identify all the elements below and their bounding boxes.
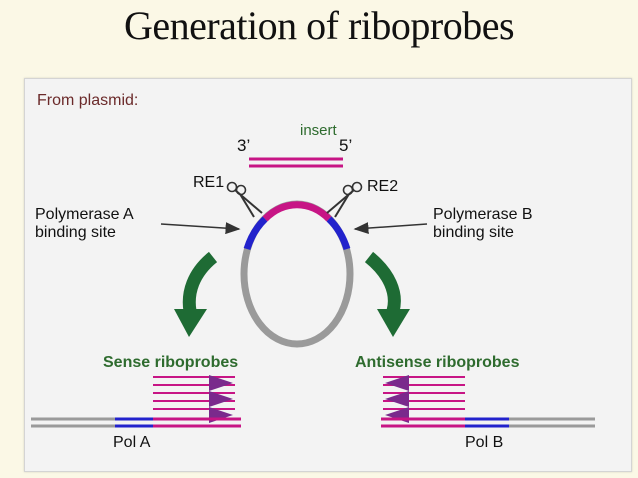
sense-transcripts (153, 375, 235, 423)
template-dna-right (381, 417, 595, 428)
pol-a-label: Pol A (113, 434, 151, 451)
sense-riboprobes-label: Sense riboprobes (103, 354, 238, 371)
riboprobe-diagram: From plasmid: insert 3’ 5’ RE1 RE2 (31, 92, 595, 451)
insert-label: insert (300, 122, 338, 139)
template-dna-left (31, 417, 241, 428)
pol-b-label: Pol B (465, 434, 503, 451)
pointer-arrow-icon (160, 222, 241, 235)
curved-arrow-icon (364, 251, 410, 337)
re2-label: RE2 (367, 178, 398, 195)
pol-b-site-label: Polymerase B binding site (433, 206, 537, 241)
pol-a-site-label: Polymerase A binding site (35, 206, 137, 241)
antisense-riboprobes-label: Antisense riboprobes (355, 354, 520, 371)
re1-label: RE1 (193, 174, 224, 191)
slide-title: Generation of riboprobes (123, 3, 515, 48)
five-prime-label: 5’ (339, 136, 352, 155)
three-prime-label: 3’ (237, 136, 250, 155)
panel-heading: From plasmid: (37, 92, 138, 109)
scissors-icon (226, 181, 263, 218)
diagram-panel: From plasmid: insert 3’ 5’ RE1 RE2 (24, 78, 632, 472)
plasmid-circle (240, 200, 354, 348)
pointer-arrow-icon (353, 222, 428, 235)
scissors-icon (326, 181, 363, 218)
antisense-transcripts (383, 375, 465, 423)
curved-arrow-icon (174, 251, 218, 337)
